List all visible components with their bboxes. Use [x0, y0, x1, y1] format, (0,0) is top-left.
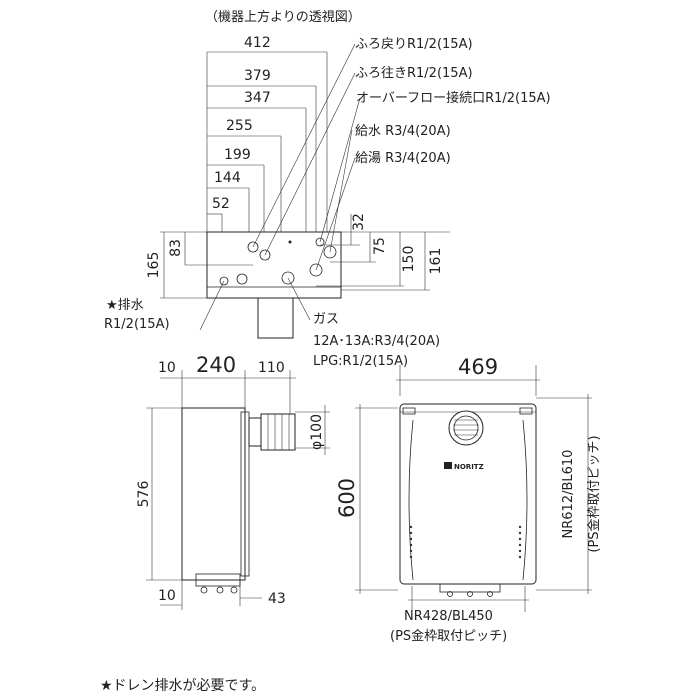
dim-side-110: 110: [258, 360, 285, 376]
dim-161: 161: [428, 248, 444, 275]
dim-199: 199: [224, 147, 251, 163]
dim-165: 165: [146, 252, 162, 279]
fitting-drain-a: [236, 273, 248, 285]
pitch-vertical-note: (PS金枠取付ピッチ): [586, 435, 602, 552]
label-bath-return: ふろ戻りR1/2(15A): [355, 37, 473, 52]
pitch-horizontal-note: (PS金枠取付ピッチ): [390, 628, 507, 644]
fitting-gas: [281, 271, 295, 285]
dim-side-10-bottom: 10: [158, 588, 176, 604]
front-view-dimensions: 469 600 NR612/BL610 (PS金枠取付ピッチ) NR428/BL…: [335, 355, 602, 644]
brand-logo-icon: [444, 462, 452, 469]
dim-32: 32: [351, 213, 367, 231]
dim-144: 144: [214, 170, 241, 186]
label-water-supply: 給水 R3/4(20A): [355, 124, 451, 139]
label-drain-size: R1/2(15A): [104, 317, 170, 332]
dim-83: 83: [168, 239, 184, 257]
pipe-leaders: [199, 43, 361, 331]
dim-150: 150: [401, 246, 417, 273]
dim-255: 255: [226, 118, 253, 134]
label-bath-supply: ふろ往きR1/2(15A): [355, 66, 473, 81]
view-title: （機器上方よりの透視図）: [205, 9, 361, 25]
dim-75: 75: [372, 237, 388, 255]
label-gas: ガス: [313, 312, 339, 327]
fitting-overflow: [315, 237, 325, 247]
pitch-horizontal: NR428/BL450: [404, 609, 493, 624]
fitting-water: [323, 245, 337, 259]
dim-side-10-top: 10: [158, 360, 176, 376]
fitting-bath-supply: [259, 249, 271, 261]
dim-front-469: 469: [458, 355, 498, 379]
label-overflow: オーバーフロー接続口R1/2(15A): [356, 90, 551, 106]
label-gas-city: 12A･13A:R3/4(20A): [313, 334, 440, 349]
label-hot-water: 給湯 R3/4(20A): [355, 151, 451, 166]
label-gas-lpg: LPG:R1/2(15A): [313, 354, 408, 369]
dim-side-240: 240: [196, 353, 236, 377]
front-view-unit: NORITZ: [399, 403, 537, 597]
fitting-drain: [219, 276, 229, 286]
dim-side-43: 43: [268, 591, 286, 607]
fitting-bath-return: [247, 241, 259, 253]
dim-side-576: 576: [136, 481, 152, 508]
side-view-unit: [181, 407, 296, 594]
pitch-vertical: NR612/BL610: [561, 450, 576, 539]
top-view-fittings: [219, 237, 337, 286]
footnote: ★ドレン排水が必要です。: [100, 678, 265, 694]
dim-412: 412: [244, 35, 271, 51]
dim-379: 379: [244, 68, 271, 84]
top-left-height-dimensions: 165 83: [146, 231, 253, 299]
dim-front-600: 600: [335, 478, 359, 518]
dim-52: 52: [212, 196, 230, 212]
top-right-height-dimensions: 32 75 150 161: [316, 213, 450, 291]
dim-flue-dia: φ100: [309, 414, 325, 450]
dim-347: 347: [244, 90, 271, 106]
brand-name: NORITZ: [454, 463, 484, 471]
label-drain: ★排水: [106, 298, 144, 313]
gas-pipe-stub: [257, 297, 294, 339]
top-width-dimensions: 412 379 347 255 199 144 52: [206, 35, 328, 232]
fitting-hot: [309, 263, 323, 277]
